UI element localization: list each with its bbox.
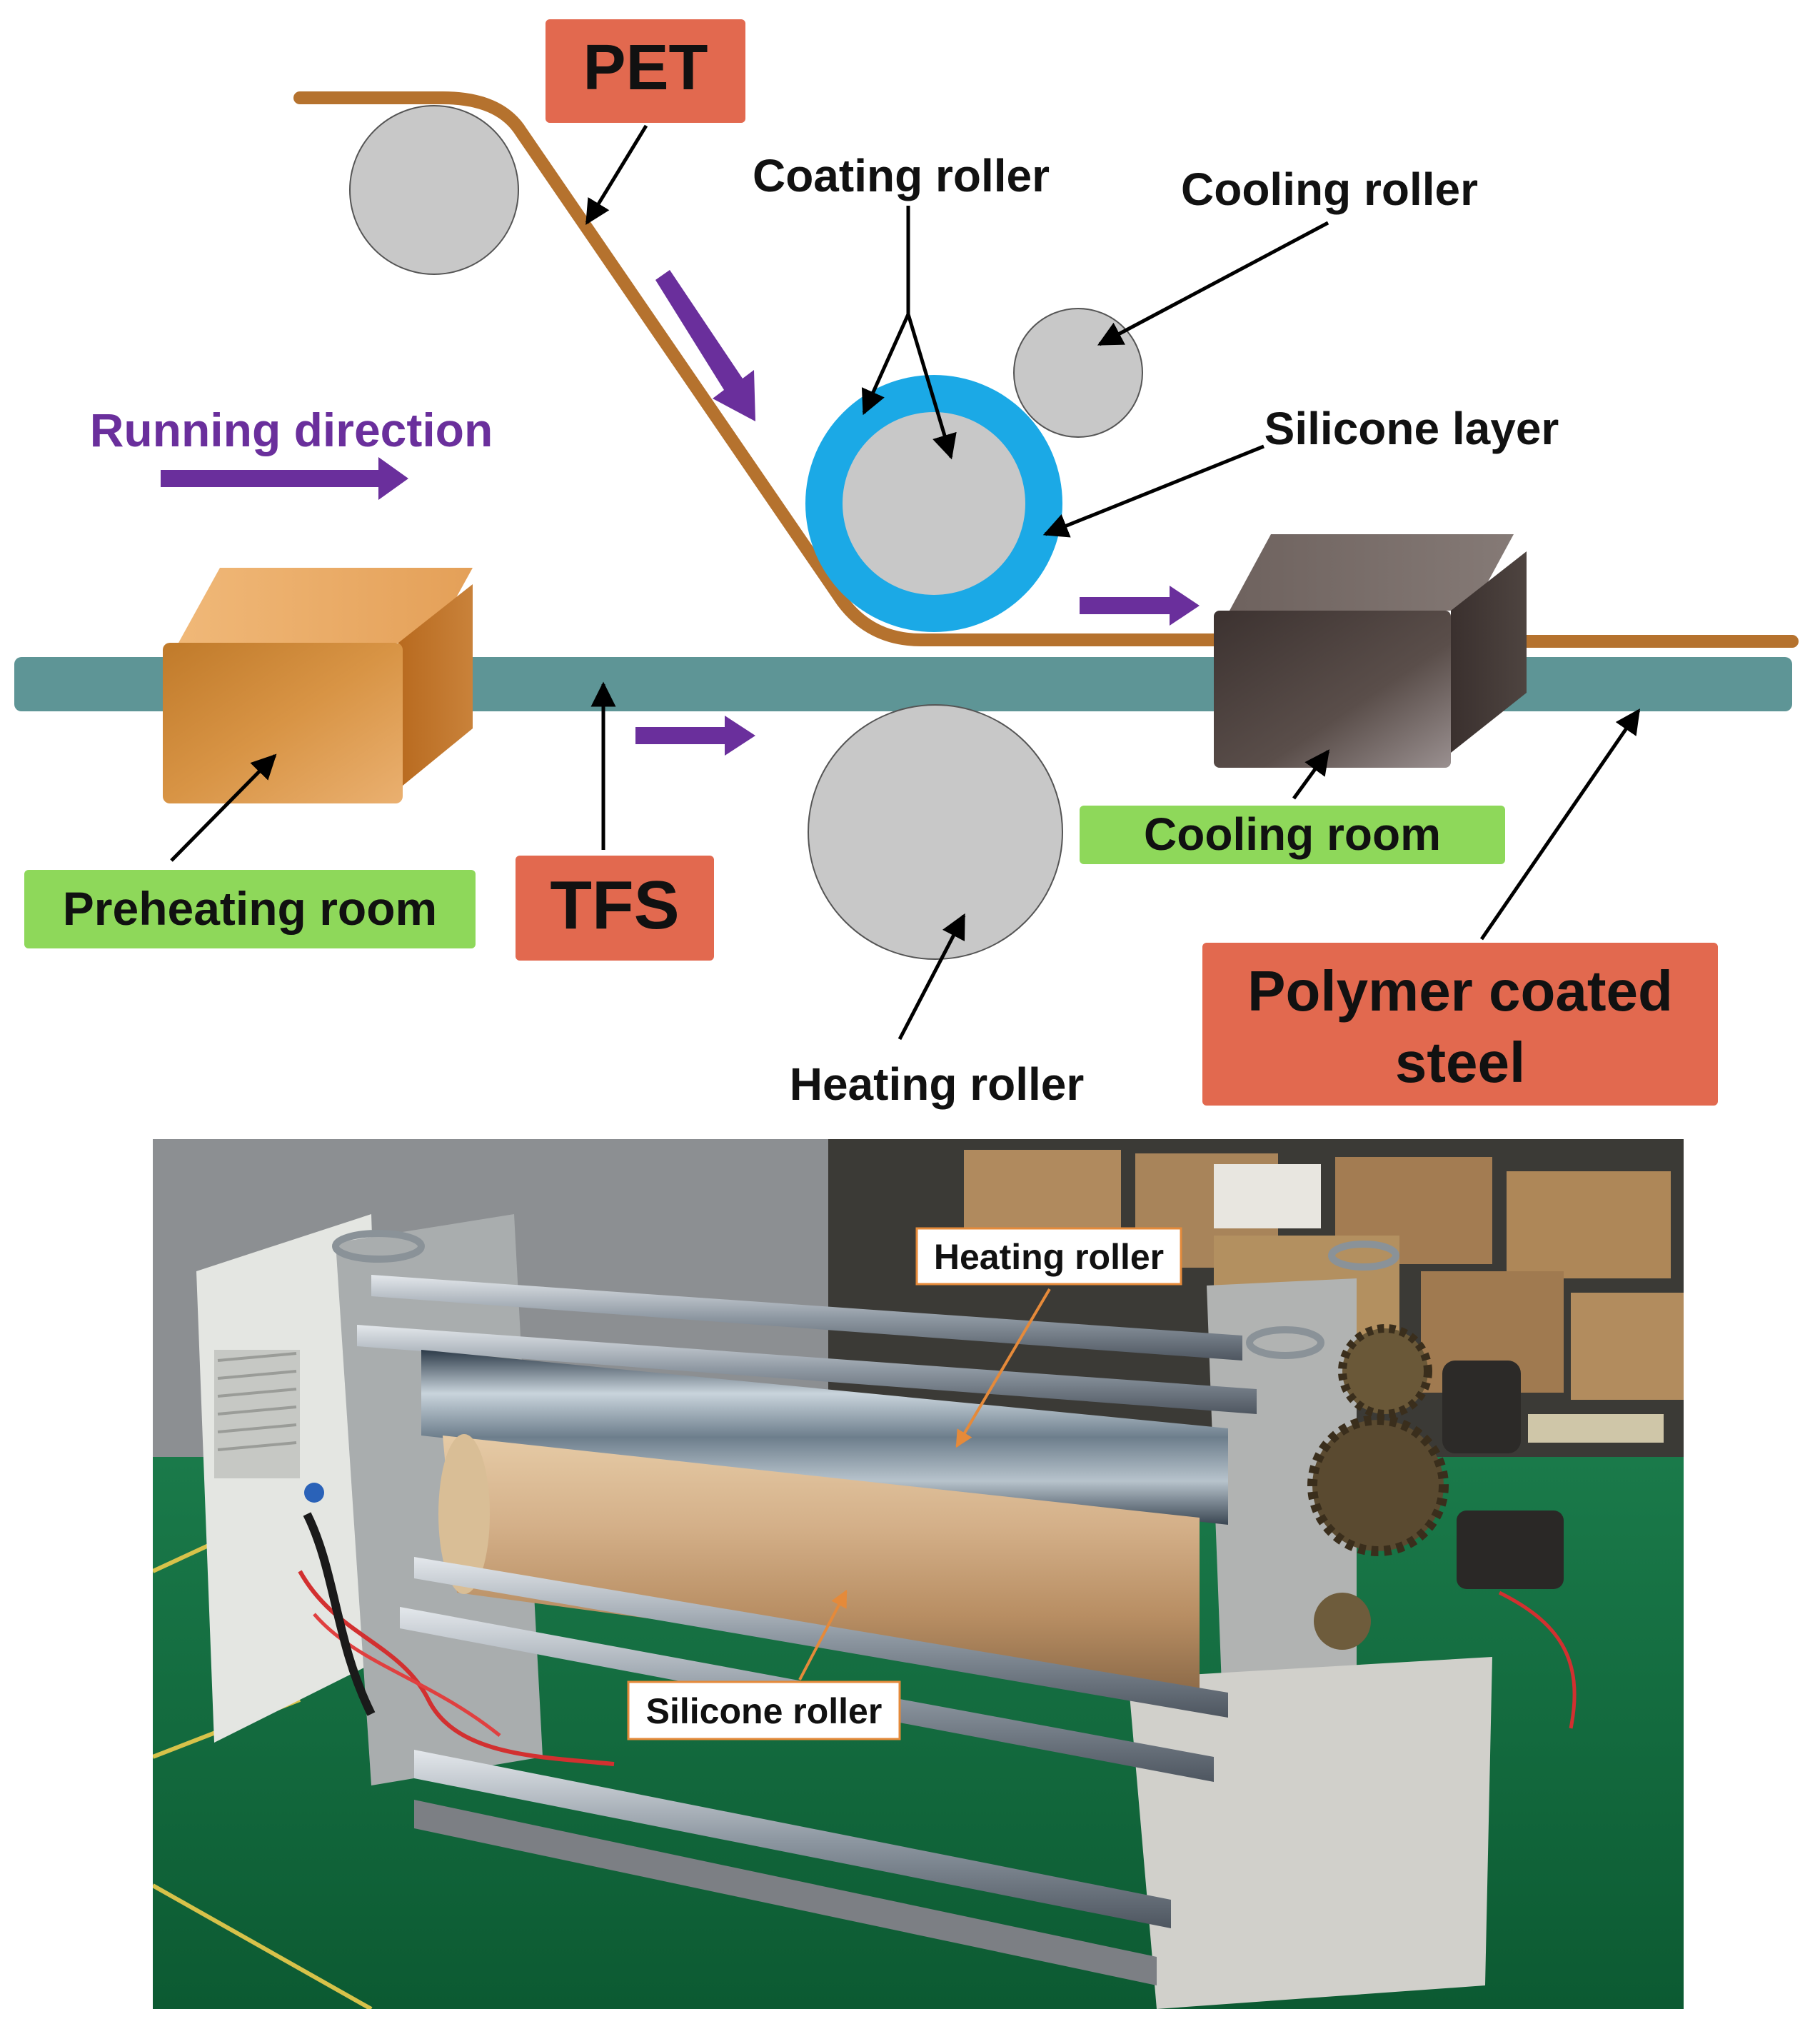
svg-text:PET: PET <box>583 32 708 104</box>
chrome-roller-2 <box>357 1325 1257 1414</box>
cardboard-box <box>1214 1164 1321 1228</box>
silicone-layer-label: Silicone layer <box>1265 403 1559 454</box>
heating-roller-label: Heating roller <box>790 1058 1085 1110</box>
running-direction-label: Running direction <box>90 404 493 456</box>
silicone-roller-body <box>443 1436 1200 1693</box>
svg-text:Silicone roller: Silicone roller <box>646 1691 883 1731</box>
silicone-layer-leader <box>1042 444 1265 538</box>
machine-photo: Heating roller Silicone roller <box>153 1139 1684 2009</box>
svg-text:Cooling room: Cooling room <box>1144 808 1441 860</box>
coating-roller-leader-a <box>861 313 910 416</box>
cardboard-box <box>1507 1171 1671 1278</box>
cooling-room-tag: Cooling room <box>1080 806 1505 864</box>
running-direction-arrow <box>161 457 408 500</box>
cooling-room-leader <box>1292 749 1330 800</box>
lower-roller-3 <box>414 1750 1171 1928</box>
tfs-tag: TFS <box>516 856 714 961</box>
direction-arrows <box>161 270 1200 756</box>
svg-text:steel: steel <box>1395 1031 1525 1094</box>
cooling-roller-label: Cooling roller <box>1181 164 1478 215</box>
gear <box>1307 1415 1449 1556</box>
coating-roller-label: Coating roller <box>753 150 1050 201</box>
svg-text:Polymer coated: Polymer coated <box>1247 959 1673 1023</box>
process-diagram: PET TFS Preheating room Cooling room Pol… <box>14 19 1799 1110</box>
leader-arrows <box>170 124 1641 1041</box>
pet-tag: PET <box>546 19 745 123</box>
coating-roller <box>843 412 1025 595</box>
preheating-room-tag: Preheating room <box>24 870 476 948</box>
machine-base <box>1128 1657 1492 2009</box>
pet-film <box>293 91 1235 646</box>
svg-text:TFS: TFS <box>550 867 679 943</box>
strip-direction-arrow-1 <box>635 716 755 756</box>
gear <box>1338 1324 1432 1418</box>
heating-roller-leader <box>898 913 966 1041</box>
lower-roller-4 <box>414 1800 1157 1985</box>
photo-heating-roller-callout: Heating roller <box>915 1227 1182 1448</box>
chrome-roller-top <box>371 1275 1242 1361</box>
cooling-room-box <box>1214 534 1527 768</box>
svg-text:Heating roller: Heating roller <box>934 1237 1164 1277</box>
svg-text:Preheating room: Preheating room <box>63 882 437 935</box>
cardboard-box <box>1571 1293 1684 1400</box>
guide-roller <box>349 105 519 275</box>
polymer-coated-steel-tag: Polymer coated steel <box>1202 943 1718 1106</box>
polymer-coated-steel-leader <box>1479 708 1641 941</box>
heating-roller-body <box>421 1350 1228 1525</box>
film-direction-arrow <box>655 270 755 421</box>
photo-silicone-roller-callout: Silicone roller <box>627 1589 901 1740</box>
strip-direction-arrow-2 <box>1080 586 1200 626</box>
heating-roller <box>808 704 1063 960</box>
preheating-room-box <box>163 568 473 803</box>
gear <box>1314 1593 1371 1650</box>
preheating-room-leader <box>170 753 277 862</box>
cooling-roller <box>1013 308 1143 438</box>
cooling-roller-leader <box>1097 221 1329 346</box>
pet-leader <box>585 124 648 225</box>
coating-roller-leader-b <box>906 314 957 460</box>
